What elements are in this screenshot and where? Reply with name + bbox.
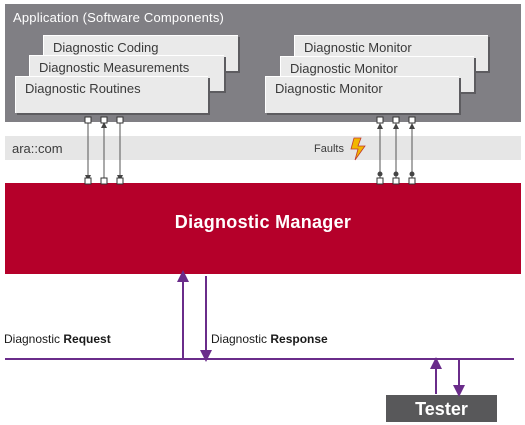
application-title: Application (Software Components) <box>13 10 225 25</box>
faults-label: Faults <box>314 143 344 155</box>
request-prefix: Diagnostic <box>4 332 64 346</box>
request-word: Request <box>63 332 111 346</box>
tester-box[interactable]: Tester <box>386 395 497 422</box>
port-square <box>116 116 124 124</box>
port-square <box>84 177 92 185</box>
port-dot <box>409 171 415 177</box>
port-dot <box>393 171 399 177</box>
diagnostic-request-label: Diagnostic Request <box>4 332 111 346</box>
port-square <box>408 116 416 124</box>
card-label: Diagnostic Routines <box>25 81 141 96</box>
port-square <box>84 116 92 124</box>
lightning-icon <box>350 137 366 161</box>
port-square <box>116 177 124 185</box>
diagnostic-manager-title: Diagnostic Manager <box>174 212 352 232</box>
card-label: Diagnostic Measurements <box>39 60 190 75</box>
right-port-connectors <box>376 116 416 185</box>
port-square <box>392 116 400 124</box>
port-square <box>100 116 108 124</box>
card-label: Diagnostic Monitor <box>275 81 383 96</box>
port-square <box>100 177 108 185</box>
ara-com-band <box>5 136 521 160</box>
diagnostic-manager-block[interactable] <box>5 183 521 274</box>
port-square <box>408 177 416 185</box>
left-port-connectors <box>84 116 124 185</box>
card-diagnostic-monitor-3[interactable]: Diagnostic Monitor <box>265 76 459 113</box>
card-label: Diagnostic Monitor <box>304 40 412 55</box>
ara-com-label: ara::com <box>12 141 63 156</box>
port-square <box>392 177 400 185</box>
card-label: Diagnostic Coding <box>53 40 159 55</box>
response-word: Response <box>270 332 328 346</box>
port-square <box>376 177 384 185</box>
card-diagnostic-routines[interactable]: Diagnostic Routines <box>15 76 208 113</box>
port-dot <box>377 171 383 177</box>
port-square <box>376 116 384 124</box>
card-label: Diagnostic Monitor <box>290 61 398 76</box>
diagnostic-response-label: Diagnostic Response <box>211 332 328 346</box>
response-prefix: Diagnostic <box>211 332 271 346</box>
